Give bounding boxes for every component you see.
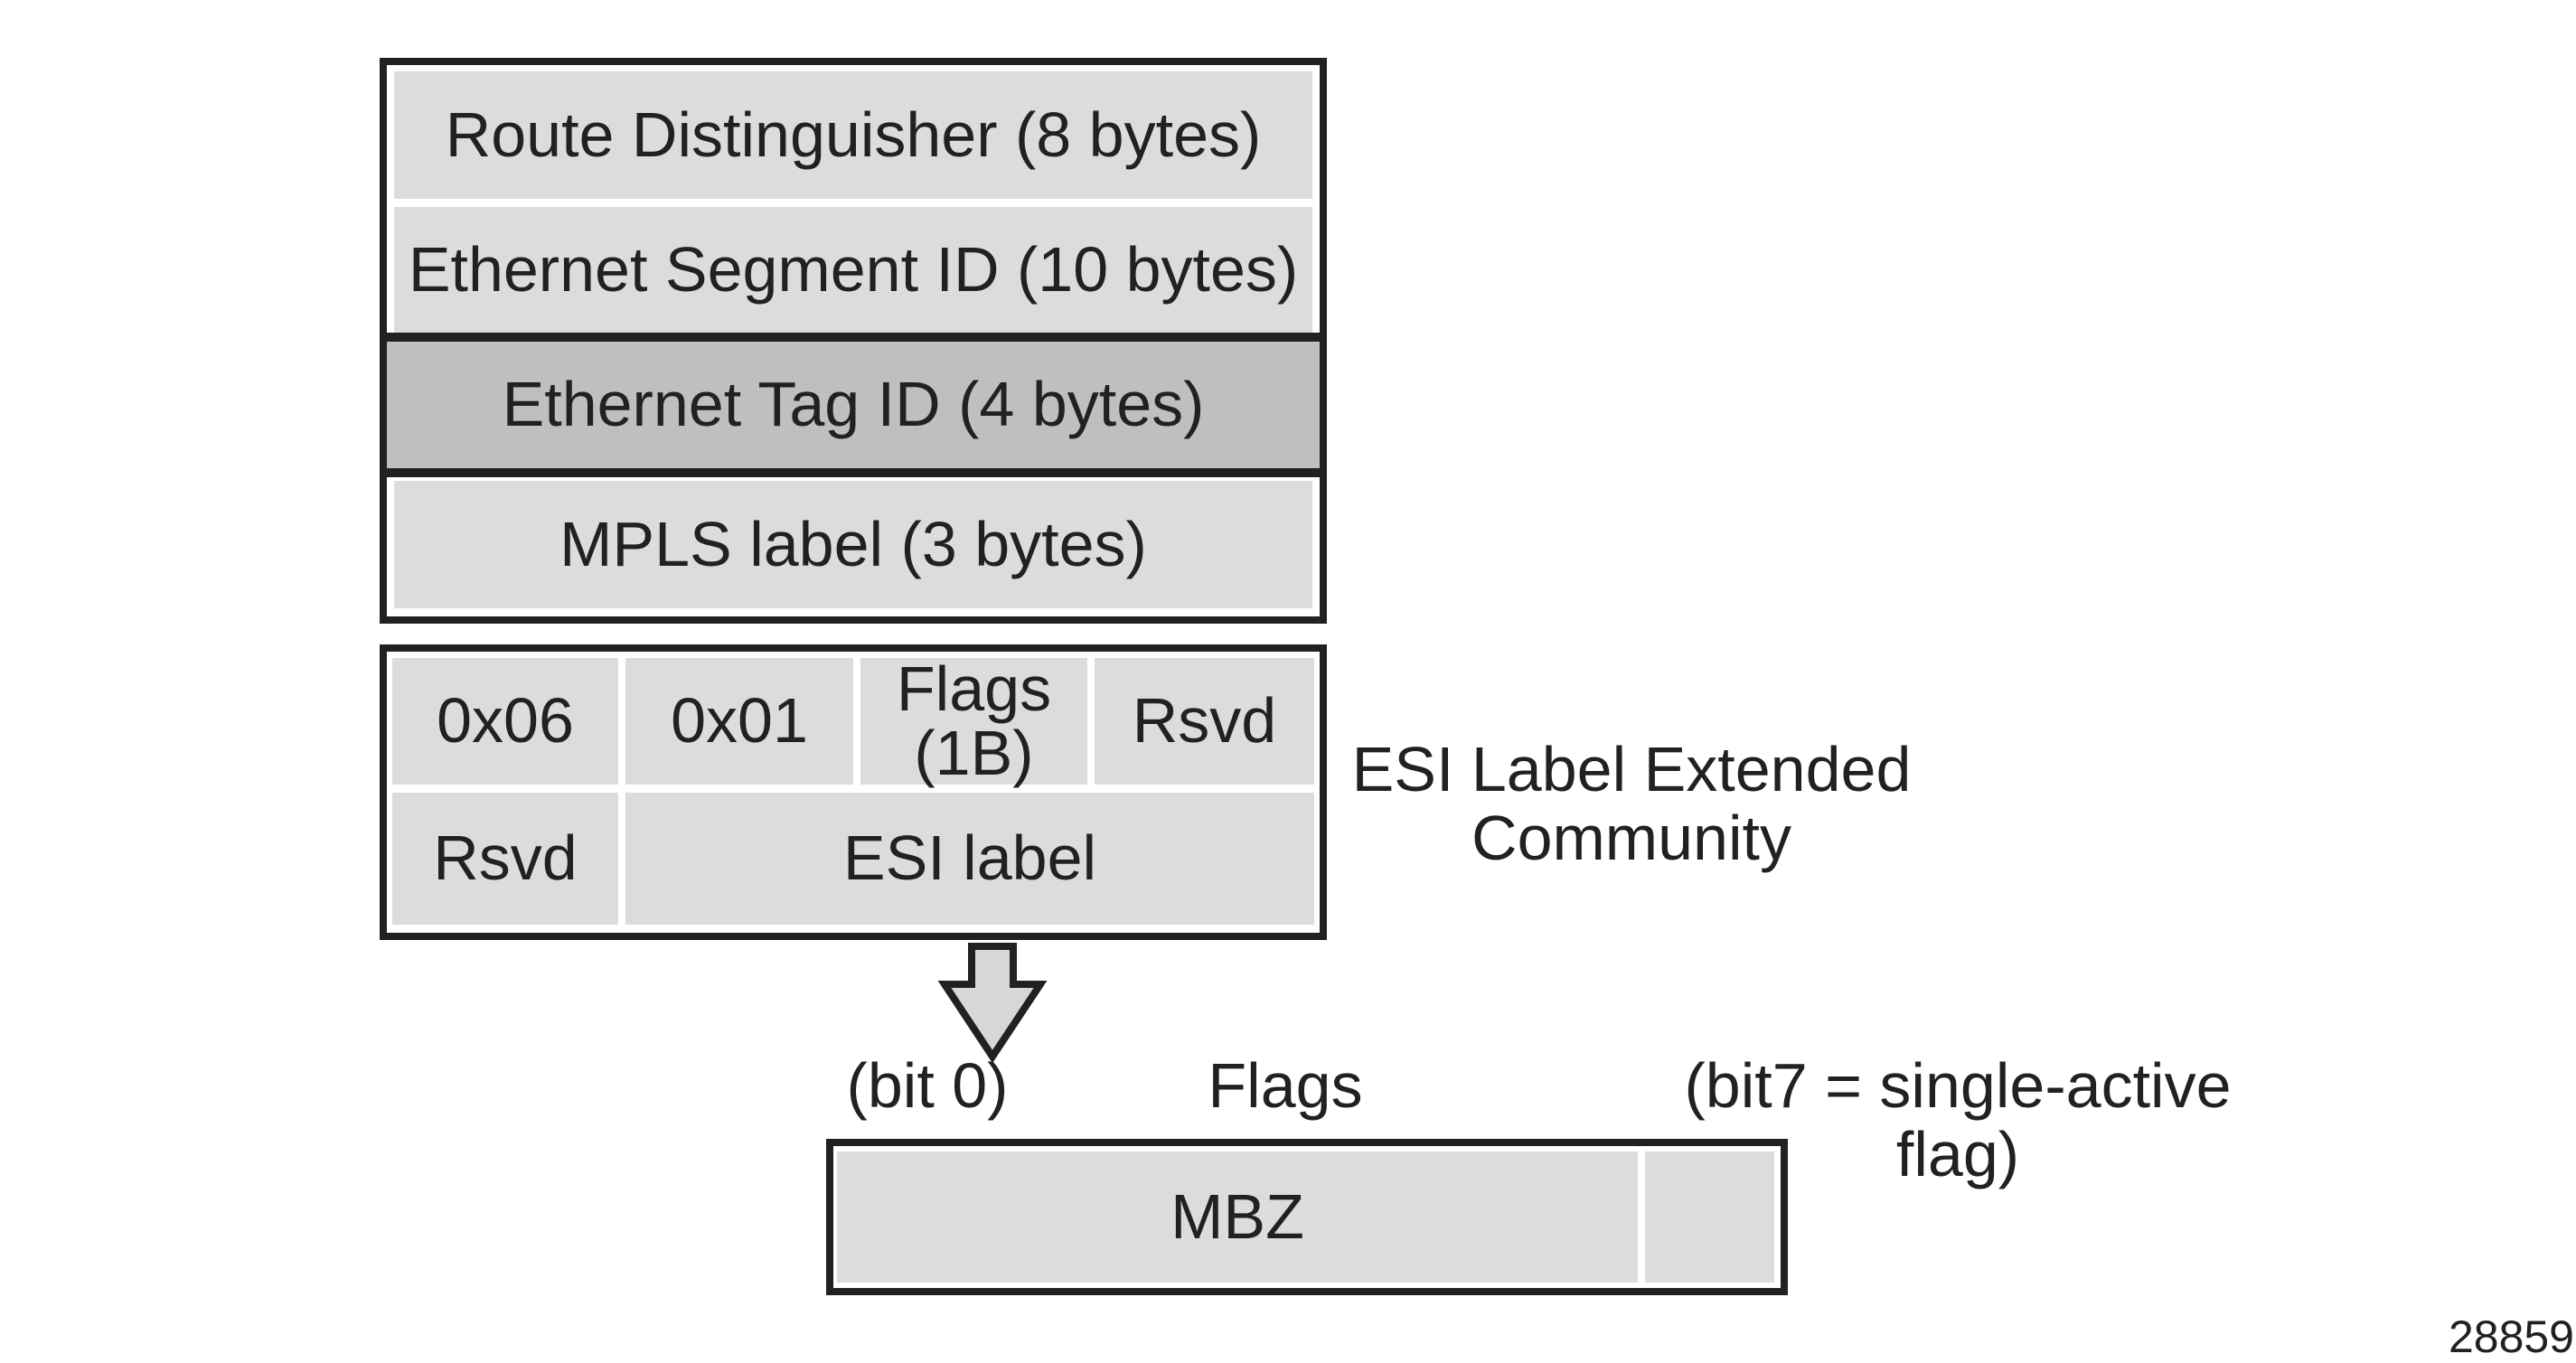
flags-byte-detail-box: MBZ: [826, 1139, 1788, 1295]
bit7-single-active-label: (bit7 = single-active flag): [1684, 1050, 2232, 1189]
field-esi-label: ESI label: [625, 793, 1314, 925]
figure-number: 28859: [2448, 1311, 2574, 1362]
field-rsvd-top: Rsvd: [1095, 658, 1314, 785]
flags-title: Flags: [1208, 1050, 1363, 1121]
field-ethernet-segment-id: Ethernet Segment ID (10 bytes): [394, 207, 1312, 333]
field-route-distinguisher: Route Distinguisher (8 bytes): [394, 71, 1312, 199]
esi-community-caption: ESI Label Extended Community: [1351, 734, 1912, 873]
down-arrow-icon: [937, 943, 1048, 1063]
mbz-cell: MBZ: [837, 1152, 1638, 1283]
field-mpls-label: MPLS label (3 bytes): [394, 481, 1312, 608]
field-flags-1b: Flags (1B): [860, 656, 1087, 785]
field-rsvd-bottom: Rsvd: [392, 793, 618, 925]
single-active-bit-cell: [1645, 1152, 1774, 1283]
field-subtype-0x01: 0x01: [625, 658, 853, 785]
field-type-0x06: 0x06: [392, 658, 618, 785]
bit0-label: (bit 0): [846, 1050, 1009, 1121]
evpn-ad-route-box: Route Distinguisher (8 bytes) Ethernet S…: [380, 58, 1327, 624]
field-ethernet-tag-id-highlighted: Ethernet Tag ID (4 bytes): [387, 333, 1320, 477]
esi-label-extended-community-box: 0x06 0x01 Flags (1B) Rsvd Rsvd ESI label: [380, 644, 1327, 940]
